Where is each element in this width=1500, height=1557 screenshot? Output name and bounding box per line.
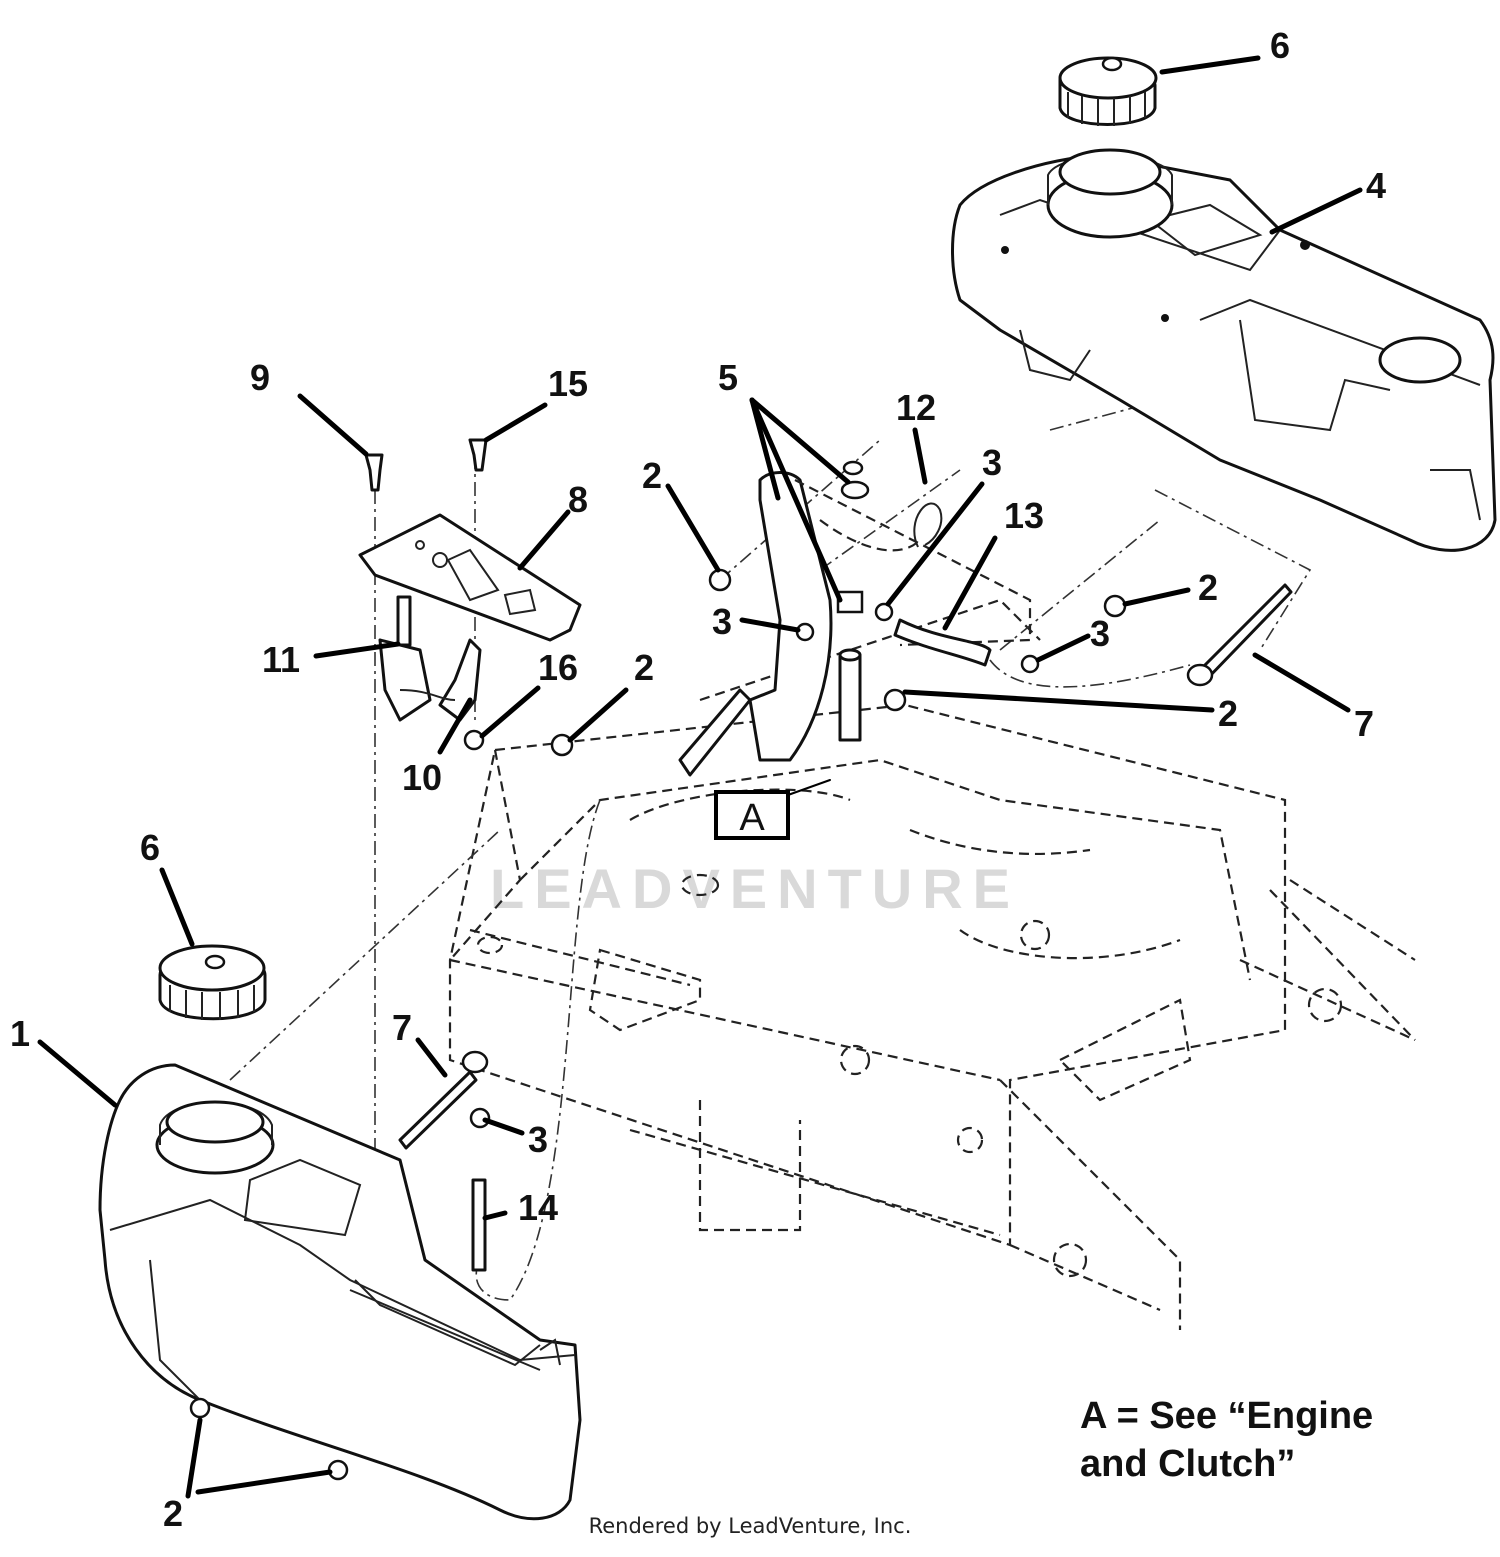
reference-note: A = See “Engine and Clutch”	[1080, 1392, 1480, 1488]
callout-13: 13	[1004, 495, 1044, 536]
callout-2-bottom: 2	[163, 1493, 183, 1534]
callout-2-top: 2	[642, 455, 662, 496]
callout-3-center: 3	[712, 601, 732, 642]
callout-10: 10	[402, 757, 442, 798]
callout-9: 9	[250, 357, 270, 398]
callout-3-top: 3	[982, 442, 1002, 483]
mower-frame	[448, 598, 1416, 1330]
callout-2-right: 2	[1198, 567, 1218, 608]
left-fuel-cap	[158, 944, 267, 1021]
callout-16: 16	[538, 647, 578, 688]
callout-7-left: 7	[392, 1007, 412, 1048]
callout-8: 8	[568, 479, 588, 520]
fuel-valve-bracket	[678, 471, 1032, 777]
watermark: LEADVENTURE	[490, 857, 1020, 920]
reference-box-label: A	[739, 797, 765, 839]
callout-3-right: 3	[1090, 613, 1110, 654]
fuel-shutoff-valve	[836, 460, 870, 614]
callout-14: 14	[518, 1187, 558, 1228]
callout-6-left: 6	[140, 827, 160, 868]
callout-3-left: 3	[528, 1119, 548, 1160]
reference-note-line1: A = See “Engine	[1080, 1395, 1374, 1437]
left-fuel-tank	[98, 1063, 582, 1521]
callout-11: 11	[262, 639, 300, 680]
leader-lines	[37, 55, 1363, 1499]
right-fuel-tank	[951, 148, 1497, 552]
callout-6-right: 6	[1270, 25, 1290, 66]
reference-box-a: A	[714, 779, 831, 840]
callout-15: 15	[548, 363, 588, 404]
right-vent-shaft	[1186, 583, 1293, 687]
callout-4: 4	[1366, 165, 1386, 206]
render-credit: Rendered by LeadVenture, Inc.	[588, 1514, 912, 1538]
callout-12: 12	[896, 387, 936, 428]
callout-1: 1	[10, 1013, 30, 1054]
callout-2-center: 2	[1218, 693, 1238, 734]
hardware	[189, 438, 1127, 1481]
control-bracket	[358, 513, 582, 642]
callout-2-bracket: 2	[634, 647, 654, 688]
callout-5: 5	[718, 357, 738, 398]
callout-7-right: 7	[1354, 703, 1374, 744]
callout-numbers: 6 4 5 12 3 13 2 3 2 7 2 3 9 15 8 11 16 2…	[10, 25, 1386, 1534]
fuel-hose	[893, 502, 992, 667]
reference-note-line2: and Clutch”	[1080, 1443, 1296, 1485]
throttle-lever	[378, 595, 482, 722]
right-fuel-cap	[1058, 56, 1158, 126]
left-vent-shaft	[398, 1050, 489, 1150]
